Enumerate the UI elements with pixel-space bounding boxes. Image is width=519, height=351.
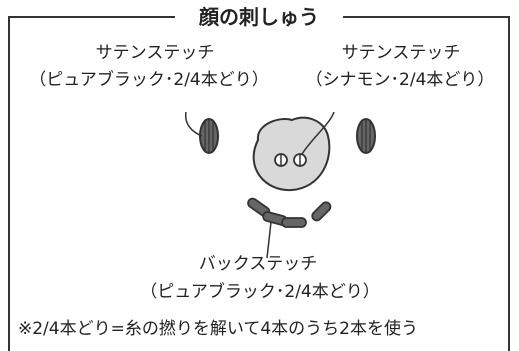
section-title: 顔の刺しゅう bbox=[175, 4, 343, 30]
frame-top-left bbox=[8, 16, 178, 18]
eye-leader-line bbox=[184, 111, 203, 137]
mouth-thread-label: （ピュアブラック･2/4本どり） bbox=[140, 282, 380, 302]
nose-leader-line bbox=[301, 111, 335, 155]
mouth-stitch-label: バックステッチ bbox=[198, 254, 318, 274]
mouth-leader-line bbox=[266, 221, 272, 259]
frame-top-right bbox=[340, 16, 510, 18]
mouth-backstitch bbox=[247, 197, 332, 228]
eye-stitch-label: サテンステッチ bbox=[95, 43, 215, 63]
nose-stitch-label: サテンステッチ bbox=[341, 43, 461, 63]
frame-right bbox=[508, 16, 510, 351]
nose-thread-label: （シナモン･2/4本どり） bbox=[305, 70, 495, 90]
nose bbox=[252, 116, 331, 192]
frame-left bbox=[8, 16, 10, 351]
right-eye bbox=[356, 118, 376, 154]
footnote: ※2/4本どり=糸の撚りを解いて4本のうち2本を使う bbox=[18, 319, 418, 339]
left-eye bbox=[199, 118, 219, 154]
eye-thread-label: （ピュアブラック･2/4本どり） bbox=[29, 70, 269, 90]
